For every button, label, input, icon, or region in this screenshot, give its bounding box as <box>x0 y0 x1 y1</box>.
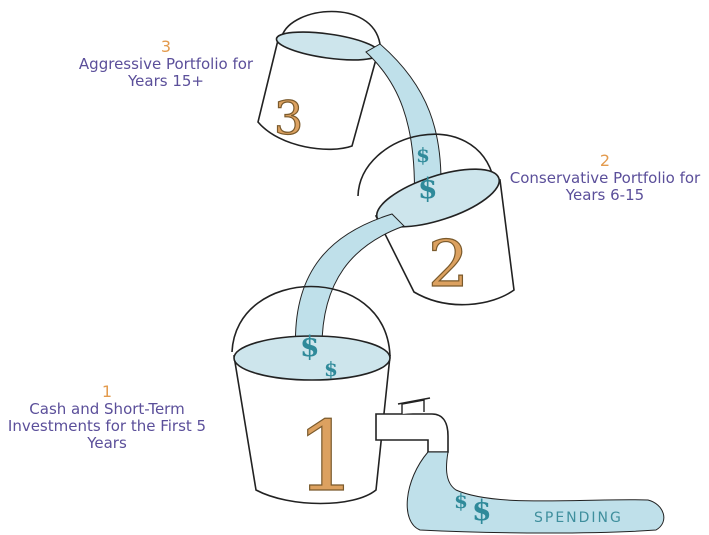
spending-label: SPENDING <box>534 510 623 526</box>
dollar-sign-icon: $ <box>300 330 319 363</box>
dollar-sign-icon: $ <box>418 172 437 205</box>
faucet-icon <box>376 398 448 452</box>
bucket-1-caption-line: Investments for the First 5 <box>0 418 214 435</box>
bucket-1-caption-line: Years <box>0 435 214 452</box>
bucket-3-numeral: 3 <box>274 91 303 145</box>
dollar-sign-icon: $ <box>472 494 491 527</box>
bucket-3-caption-number: 3 <box>66 38 266 56</box>
bucket-1-numeral: 1 <box>296 401 357 513</box>
dollar-sign-icon: $ <box>324 357 338 381</box>
dollar-sign-icon: $ <box>416 143 430 167</box>
bucket-2-caption-line: Years 6-15 <box>501 187 709 204</box>
bucket-1-caption-number: 1 <box>0 383 214 401</box>
dollar-sign-icon: $ <box>454 489 468 513</box>
bucket-2-numeral: 2 <box>428 228 469 302</box>
bucket-1-caption: 1 Cash and Short-Term Investments for th… <box>0 383 214 452</box>
bucket-2-caption-number: 2 <box>501 152 709 170</box>
bucket-3-caption-line: Years 15+ <box>66 73 266 90</box>
bucket-3-caption: 3 Aggressive Portfolio for Years 15+ <box>66 38 266 90</box>
bucket-1-caption-line: Cash and Short-Term <box>0 401 214 418</box>
bucket-3-caption-line: Aggressive Portfolio for <box>66 56 266 73</box>
bucket-2-caption: 2 Conservative Portfolio for Years 6-15 <box>501 152 709 204</box>
bucket-2-caption-line: Conservative Portfolio for <box>501 170 709 187</box>
bucket-3: 3 <box>258 12 381 150</box>
